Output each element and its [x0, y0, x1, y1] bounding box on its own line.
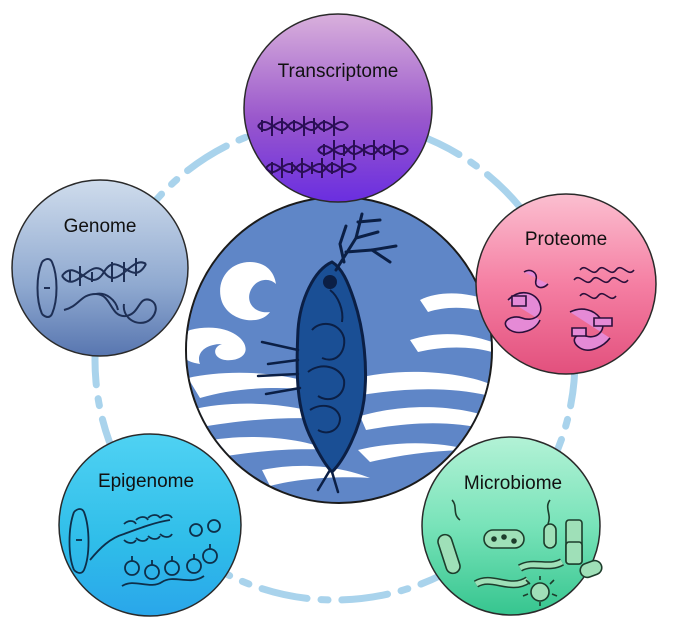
node-label: Microbiome	[464, 473, 562, 494]
bacteria-icon	[437, 499, 603, 606]
node-label: Proteome	[525, 229, 607, 250]
node-label: Epigenome	[98, 471, 194, 492]
center-daphnia-circle	[185, 196, 493, 504]
daphnia-icon	[256, 212, 398, 494]
rna-helix-icon	[257, 116, 409, 178]
node-transcriptome[interactable]: Transcriptome	[243, 13, 433, 203]
chromosome-dna-icon	[36, 258, 157, 324]
node-microbiome[interactable]: Microbiome	[421, 436, 604, 616]
chromatin-nucleosome-icon	[68, 508, 221, 587]
node-label: Transcriptome	[278, 61, 399, 82]
node-label: Genome	[64, 216, 137, 237]
node-epigenome[interactable]: Epigenome	[58, 433, 242, 617]
node-proteome[interactable]: Proteome	[475, 193, 657, 375]
node-genome[interactable]: Genome	[11, 179, 189, 357]
protein-structure-icon	[504, 266, 635, 351]
